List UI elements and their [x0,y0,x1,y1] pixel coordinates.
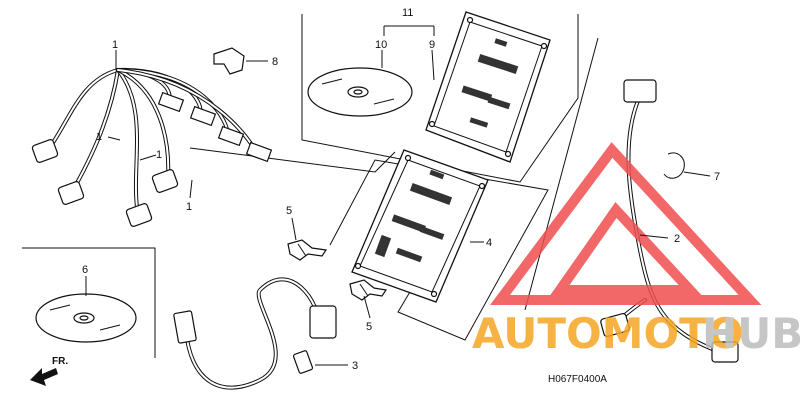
callout-6: 6 [82,264,88,276]
callout-10: 10 [375,39,387,51]
callout-8: 8 [272,56,278,68]
circuit-board-main [351,149,489,303]
leader-lines [85,25,711,366]
connectors-left [31,91,273,227]
watermark-text-right: HUB [702,309,800,358]
cd-disc-top [307,67,413,117]
arrow-left-icon [30,368,58,386]
callout-labels: 1 1 1 1 2 3 4 5 5 6 7 8 9 10 11 [82,7,720,372]
callout-11: 11 [402,7,413,19]
usb-cable [173,277,337,390]
diagram-code: H067F0400A [548,374,607,385]
clip-upper [287,239,328,261]
callout-9: 9 [429,39,435,51]
callout-1-top: 1 [112,39,118,51]
callout-1-mid: 1 [156,149,162,161]
callout-4: 4 [486,237,492,249]
watermark-text-left: AUTOMOTO [472,309,744,358]
callout-2: 2 [674,233,680,245]
cd-disc-bottom [35,293,137,343]
callout-5-lower: 5 [366,321,372,333]
callout-5-upper: 5 [286,205,292,217]
clip-lower [349,279,388,301]
callout-7: 7 [714,171,720,183]
front-label: FR. [52,356,68,367]
callout-3: 3 [352,360,358,372]
circuit-board-top [425,11,551,163]
cable-clip [213,47,245,75]
callout-1-low: 1 [186,201,192,213]
callout-1-left: 1 [96,131,102,143]
front-direction-indicator: FR. [30,356,68,386]
wire-harness-right [600,79,739,363]
watermark-logo: AUTOMOTO HUB [472,142,800,358]
